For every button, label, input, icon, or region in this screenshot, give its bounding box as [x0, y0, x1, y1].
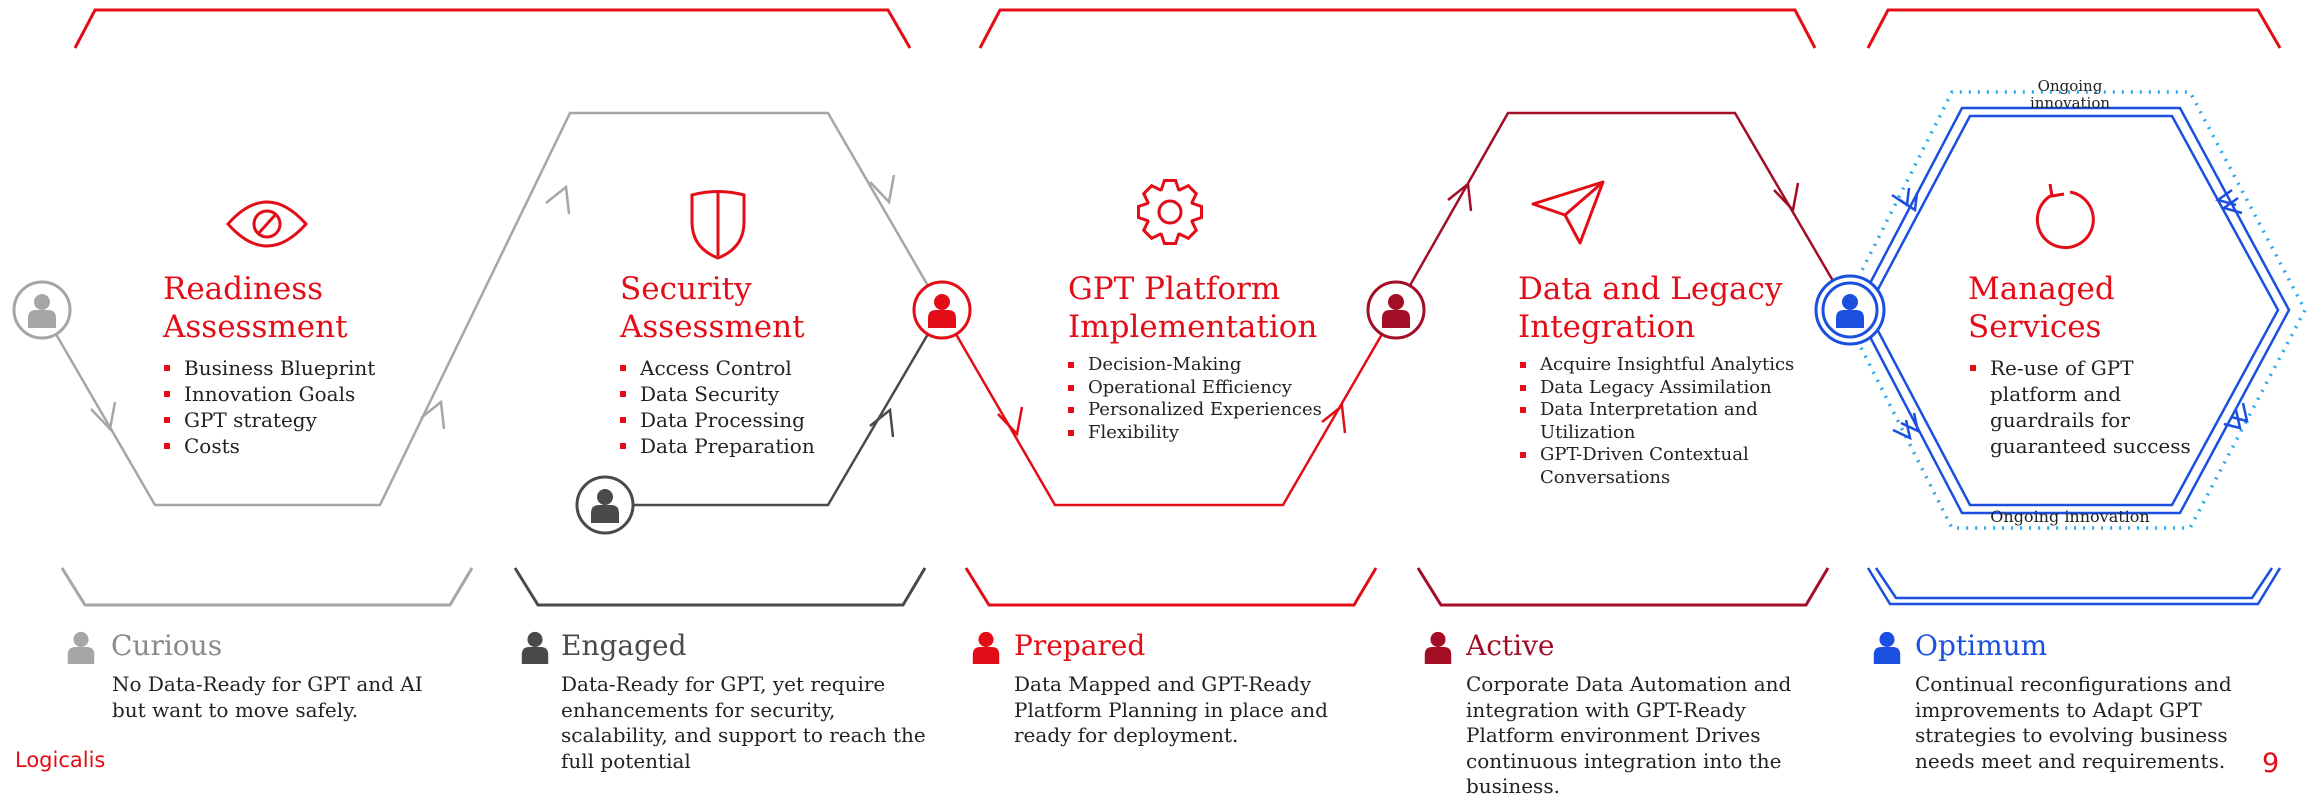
- maturity-description-prepared: Data Mapped and GPT-Ready Platform Plann…: [1014, 672, 1328, 747]
- maturity-description-active: Corporate Data Automation and integratio…: [1466, 672, 1792, 798]
- path-readiness: [40, 111, 944, 507]
- stage-title-readiness: Readiness Assessment: [163, 270, 348, 346]
- bullet-item: Costs: [162, 433, 402, 459]
- top-bracket-implementation: [978, 8, 1817, 49]
- bullet-item: Data Preparation: [618, 433, 858, 459]
- maturity-description-engaged: Data-Ready for GPT, yet require enhancem…: [561, 672, 926, 773]
- shield-icon: [690, 190, 746, 260]
- maturity-person-icon-optimum: [1873, 631, 1901, 664]
- maturity-label-prepared: Prepared: [1014, 629, 1146, 662]
- bullet-item: Flexibility: [1066, 422, 1346, 445]
- bullet-list-managed: Re-use of GPT platform and guardrails fo…: [1968, 355, 2208, 459]
- maturity-person-icon-active: [1424, 631, 1452, 664]
- bullet-list-security: Access Control Data Security Data Proces…: [618, 355, 858, 459]
- bullet-item: Personalized Experiences: [1066, 399, 1346, 422]
- path-integration: [1394, 111, 1852, 311]
- annotation-top: Ongoing innovation: [2029, 77, 2111, 112]
- maturity-person-icon-engaged: [521, 631, 549, 664]
- person-node-engaged: [575, 475, 635, 535]
- bullet-item: Data Processing: [618, 407, 858, 433]
- bullet-item: Innovation Goals: [162, 381, 402, 407]
- maturity-label-curious: Curious: [111, 629, 223, 662]
- page-number: 9: [2262, 748, 2280, 779]
- stage-title-line: Readiness: [163, 271, 324, 307]
- stage-title-line: Managed: [1968, 271, 2115, 307]
- bullet-item: GPT strategy: [162, 407, 402, 433]
- refresh-cycle-icon: [2035, 183, 2095, 250]
- stage-title-line: Implementation: [1068, 309, 1318, 345]
- stage-title-line: GPT Platform: [1068, 271, 1281, 307]
- bottom-bracket-optimum: [1866, 567, 2282, 606]
- annotation-bottom: Ongoing innovation: [1990, 507, 2150, 526]
- maturity-description-curious: No Data-Ready for GPT and AI but want to…: [112, 672, 423, 722]
- stage-title-line: Services: [1968, 309, 2102, 345]
- stage-title-managed: Managed Services: [1968, 270, 2115, 346]
- maturity-person-icon-curious: [67, 631, 95, 664]
- person-node-optimum: [1814, 274, 1886, 346]
- stage-title-implementation: GPT Platform Implementation: [1068, 270, 1317, 346]
- paper-plane-icon: [1531, 180, 1605, 245]
- person-node-curious: [12, 280, 72, 340]
- eye-slash-icon: [225, 200, 309, 248]
- path-security: [605, 309, 944, 507]
- bullet-item: Decision-Making: [1066, 354, 1346, 377]
- optimum-hexagon: [1840, 90, 2307, 530]
- bottom-bracket-engaged: [513, 567, 927, 607]
- person-node-prepared: [912, 280, 972, 340]
- stage-title-integration: Data and Legacy Integration: [1518, 270, 1782, 346]
- bullet-list-implementation: Decision-Making Operational Efficiency P…: [1066, 354, 1346, 444]
- bottom-bracket-curious: [60, 567, 474, 607]
- bullet-item: GPT-Driven Contextual Conversations: [1518, 444, 1848, 489]
- stage-title-line: Assessment: [620, 309, 805, 345]
- maturity-person-icon-prepared: [972, 631, 1000, 664]
- top-bracket-assessment: [73, 8, 912, 49]
- brand-logo-text: Logicalis: [15, 748, 106, 772]
- bullet-item: Business Blueprint: [162, 355, 402, 381]
- bullet-item: Data Interpretation and Utilization: [1518, 399, 1848, 444]
- maturity-description-optimum: Continual reconfigurations and improveme…: [1915, 672, 2232, 773]
- stage-title-line: Integration: [1518, 309, 1696, 345]
- person-node-active: [1366, 280, 1426, 340]
- bullet-item: Access Control: [618, 355, 858, 381]
- bullet-item: Operational Efficiency: [1066, 377, 1346, 400]
- direction-arrows: [90, 174, 1800, 438]
- stage-title-security: Security Assessment: [620, 270, 805, 346]
- bullet-item: Re-use of GPT platform and guardrails fo…: [1968, 355, 2208, 459]
- bottom-bracket-prepared: [964, 567, 1378, 607]
- maturity-label-engaged: Engaged: [561, 629, 687, 662]
- bullet-item: Data Security: [618, 381, 858, 407]
- maturity-label-optimum: Optimum: [1915, 629, 2048, 662]
- bullet-item: Acquire Insightful Analytics: [1518, 354, 1848, 377]
- top-bracket-managed: [1866, 8, 2282, 49]
- gear-icon: [1137, 179, 1203, 245]
- bullet-list-readiness: Business Blueprint Innovation Goals GPT …: [162, 355, 402, 459]
- bottom-bracket-active: [1416, 567, 1830, 607]
- bullet-list-integration: Acquire Insightful Analytics Data Legacy…: [1518, 354, 1848, 489]
- maturity-label-active: Active: [1466, 629, 1555, 662]
- stage-title-line: Assessment: [163, 309, 348, 345]
- bullet-item: Data Legacy Assimilation: [1518, 377, 1848, 400]
- stage-title-line: Data and Legacy: [1518, 271, 1783, 307]
- stage-title-line: Security: [620, 271, 752, 307]
